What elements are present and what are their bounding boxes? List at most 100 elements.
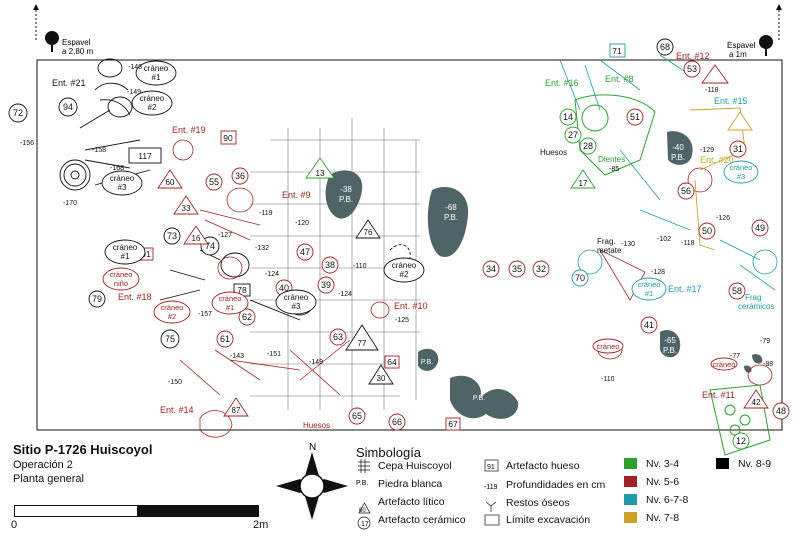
artifact-number: 56 xyxy=(681,186,691,196)
depth-label: -110 xyxy=(353,263,367,270)
legend-symbol-text: 60 xyxy=(359,508,366,514)
tree-icon xyxy=(759,4,782,56)
pb-label: P.B. xyxy=(663,346,677,355)
legend-item: Piedra blanca xyxy=(378,478,443,490)
area-nv34 xyxy=(574,94,771,456)
bone-remains-nv56 xyxy=(172,139,773,438)
feature-label: Ent. #18 xyxy=(118,292,152,302)
artifact-number: 50 xyxy=(702,226,712,236)
artifact-number: 12 xyxy=(736,436,746,446)
depth-label: -118 xyxy=(681,240,695,247)
feature-label: Ent. #14 xyxy=(160,405,194,415)
level-swatch xyxy=(624,458,637,469)
depth-label: -126 xyxy=(716,215,730,222)
depth-label: -120 xyxy=(295,220,309,227)
feature-label: Ent. #20 xyxy=(700,155,734,165)
depth-label: -102 xyxy=(657,236,671,243)
feature-label: Ent. #10 xyxy=(394,301,428,311)
skull-label xyxy=(710,357,738,371)
depth-label: -124 xyxy=(265,271,279,278)
depth-label: -132 xyxy=(255,245,269,252)
skull-text: cráneo xyxy=(110,270,133,279)
feature-label: Ent. #17 xyxy=(668,284,702,294)
skull-text: cráneo xyxy=(144,64,169,73)
artifact-number: 35 xyxy=(512,264,522,274)
bones-nv678 xyxy=(559,54,778,291)
skull-text: #3 xyxy=(737,172,745,181)
artifact-number: 61 xyxy=(220,334,230,344)
legend-title: Simbología xyxy=(356,445,422,460)
artifact-number: 62 xyxy=(242,312,252,322)
scale-start: 0 xyxy=(11,519,18,531)
skull-text: #2 xyxy=(400,270,409,279)
legend-item: Artefacto cerámico xyxy=(378,514,466,526)
depth-label: -130 xyxy=(621,241,635,248)
artifact-number: 66 xyxy=(392,417,402,427)
legend-symbol-text: 17 xyxy=(361,521,369,528)
skull-text: cráneo xyxy=(140,94,165,103)
artifact-number: 32 xyxy=(536,264,546,274)
skull-text: cráneo xyxy=(219,294,242,303)
artifact-number: 41 xyxy=(644,320,654,330)
depth-label: -149 xyxy=(309,359,323,366)
depth-label: -150 xyxy=(168,379,182,386)
scale-bar xyxy=(14,505,259,517)
tree-label: Espavel xyxy=(727,41,756,50)
lithic-number: 17 xyxy=(579,179,588,188)
level-swatch xyxy=(716,458,729,469)
skull-text: cráneo xyxy=(638,280,661,289)
depth-label: -156 xyxy=(20,140,34,147)
artifact-number: 73 xyxy=(167,231,177,241)
bones-text: Huesos xyxy=(303,421,330,430)
skull-child-label xyxy=(102,267,140,291)
skull-label xyxy=(153,300,191,324)
artifact-number: 34 xyxy=(486,264,496,274)
lithic-number: 42 xyxy=(752,398,761,407)
subtitle-line: Planta general xyxy=(13,473,84,485)
depth-label: -149 xyxy=(127,89,141,96)
legend-item: Profundidades en cm xyxy=(506,479,606,491)
level-label: Nv. 3-4 xyxy=(646,458,680,470)
tree-label: Espavel xyxy=(62,38,91,47)
artifact-number: 74 xyxy=(205,241,215,251)
lithic-number: 33 xyxy=(182,204,191,213)
artifact-number: 40 xyxy=(279,283,289,293)
artifact-number: 38 xyxy=(325,260,335,270)
bone-number: 90 xyxy=(223,133,233,143)
depth-label: -128 xyxy=(651,269,665,276)
tree-label: a 2,80 m xyxy=(62,47,93,56)
skull-label xyxy=(631,277,667,301)
depth-label: -129 xyxy=(700,147,714,154)
artifact-number: 31 xyxy=(733,144,743,154)
depth-label: -125 xyxy=(395,317,409,324)
artifact-number: 63 xyxy=(333,332,343,342)
legend-item: Límite excavación xyxy=(506,514,591,526)
skull-text: cráneo xyxy=(113,243,138,252)
lithic-artifacts xyxy=(157,64,769,417)
tree-label: a 1m xyxy=(729,50,747,59)
depth-label: -77 xyxy=(730,353,740,360)
level-swatch xyxy=(624,476,637,487)
pb-label: P.B. xyxy=(444,213,458,222)
skull-label xyxy=(211,291,249,315)
ceramic-frag-text: Frag xyxy=(745,293,761,302)
artifact-number: 70 xyxy=(575,273,585,283)
depth-label: -119 xyxy=(259,210,273,217)
pb-label: P.B. xyxy=(671,153,685,162)
lithic-number: 30 xyxy=(377,374,386,383)
skull-text: cráneo xyxy=(713,360,736,369)
depth-label: -68 xyxy=(445,203,457,212)
artifact-number: 39 xyxy=(321,280,331,290)
depth-label: -151 xyxy=(267,351,281,358)
feature-label: Ent. #15 xyxy=(714,96,748,106)
bone-number: 67 xyxy=(448,419,458,429)
lithic-number: 76 xyxy=(364,228,373,237)
artifact-number: 49 xyxy=(755,223,765,233)
site-title: Sitio P-1726 Huiscoyol xyxy=(13,442,153,457)
legend-item: Artefacto lítico xyxy=(378,496,445,508)
level-label: Nv. 5-6 xyxy=(646,476,680,488)
depth-label: -143 xyxy=(230,353,244,360)
artifact-number: 72 xyxy=(13,108,23,118)
lithic-number: 16 xyxy=(192,234,201,243)
